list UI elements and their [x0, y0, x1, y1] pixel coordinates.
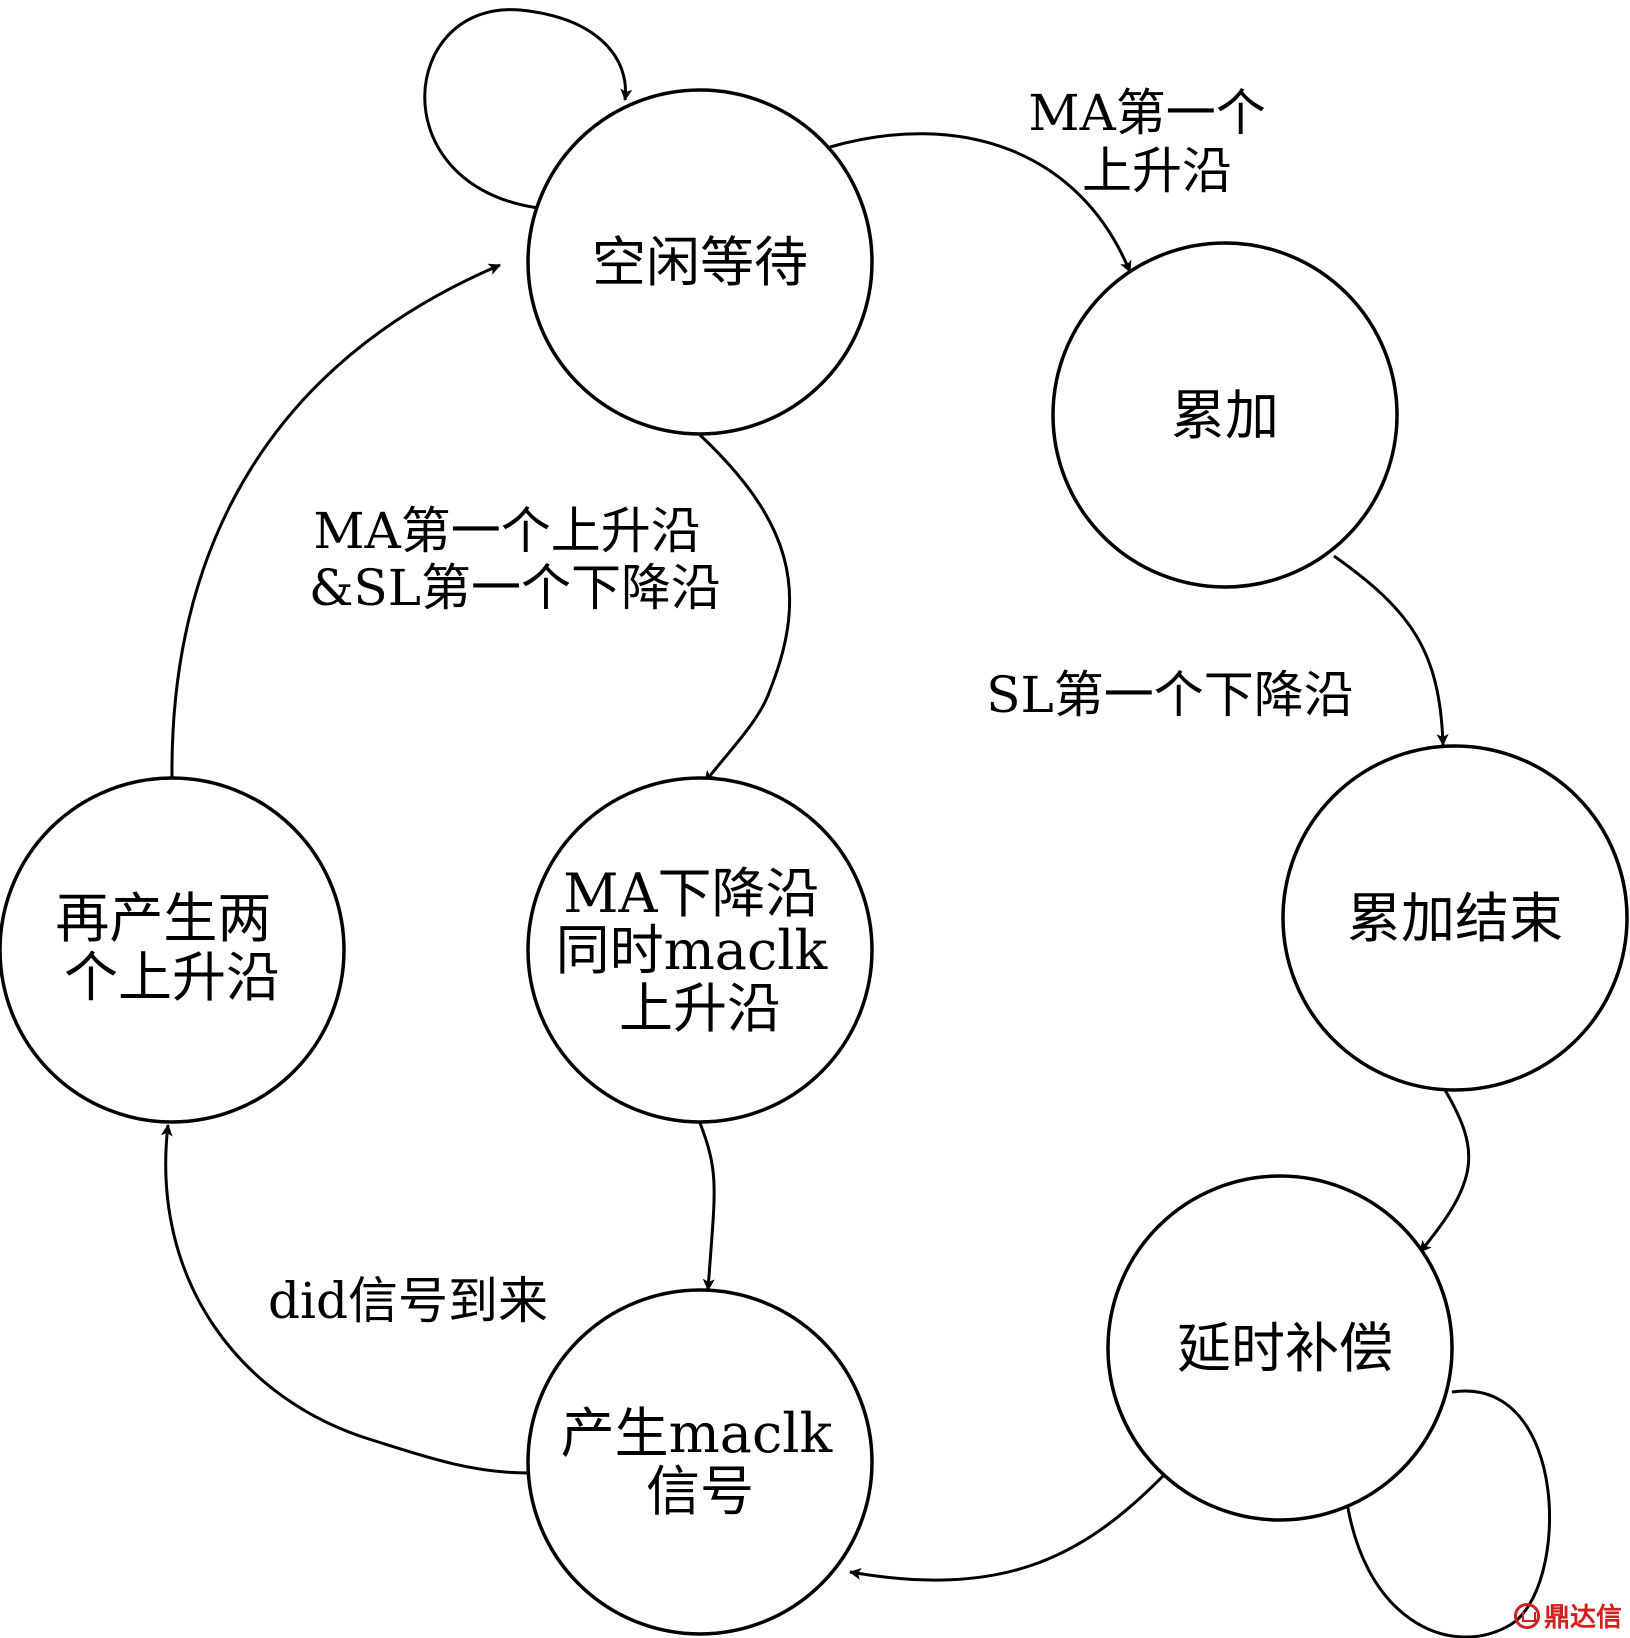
edge-idle-self-loop [423, 8, 633, 210]
watermark-logo-icon [1513, 1602, 1540, 1629]
state-gen-maclk-circle [526, 1288, 874, 1636]
edge-ma-falling-to-gen-maclk [698, 1122, 716, 1291]
state-gen-maclk-line-1: 产生maclk [561, 1402, 834, 1465]
state-two-rising-circle [0, 776, 346, 1124]
state-accumulate-end-circle [1281, 744, 1629, 1092]
state-accumulate-line: 累加 [1171, 384, 1279, 447]
edge-delay-comp-self-loop [1340, 1389, 1552, 1638]
edge-two-rising-to-idle [170, 263, 501, 781]
edge-idle-to-ma-falling [698, 433, 792, 783]
state-accumulate-end-label: 累加结束 [1347, 887, 1563, 950]
state-delay-comp-circle [1106, 1174, 1454, 1522]
state-ma-falling-line-1: MA下降沿 [563, 862, 819, 925]
transition-idle-to-ma-falling-label: MA第一个上升沿 &SL第一个下降沿 [309, 502, 721, 617]
watermark-text: 鼎达信 [1543, 1603, 1622, 1633]
state-two-rising-line-2: 个上升沿 [64, 946, 280, 1009]
edge-delay-comp-to-gen-maclk [849, 1474, 1165, 1582]
transition-idle-to-accumulate-line-1: MA第一个 [1028, 84, 1265, 142]
transition-accumulate-to-end-label: SL第一个下降沿 [986, 666, 1353, 724]
state-ma-falling-label: MA下降沿 同时maclk 上升沿 [556, 862, 845, 1040]
transition-idle-to-ma-falling-line-1: MA第一个上升沿 [313, 502, 700, 560]
transition-gen-to-two-rising-line: did信号到来 [268, 1272, 548, 1330]
transition-accumulate-to-end-line: SL第一个下降沿 [986, 666, 1353, 724]
state-ma-falling-line-3: 上升沿 [619, 977, 781, 1040]
transition-gen-to-two-rising-label: did信号到来 [268, 1272, 548, 1330]
transition-idle-to-accumulate-line-2: 上升沿 [1082, 142, 1232, 200]
state-accumulate-end-line: 累加结束 [1347, 887, 1563, 950]
state-delay-comp-line: 延时补偿 [1177, 1317, 1393, 1380]
edge-accumulate-to-accumulate-end [1333, 554, 1449, 746]
transition-idle-to-accumulate-label: MA第一个 上升沿 [1028, 84, 1281, 200]
state-accumulate-circle [1051, 241, 1399, 589]
edge-gen-maclk-to-two-rising [160, 1124, 529, 1475]
state-gen-maclk-line-2: 信号 [646, 1460, 754, 1523]
watermark: 鼎达信 [1513, 1597, 1622, 1634]
edge-accumulate-end-to-delay-comp [1418, 1089, 1471, 1253]
state-idle-line: 空闲等待 [592, 231, 808, 294]
state-two-rising-line-1: 再产生两 [55, 887, 271, 950]
state-ma-falling-circle [526, 776, 874, 1124]
state-delay-comp-label: 延时补偿 [1177, 1317, 1393, 1380]
state-gen-maclk-label: 产生maclk 信号 [561, 1402, 850, 1523]
state-ma-falling-line-2: 同时maclk [556, 919, 829, 982]
state-idle-circle [526, 88, 874, 436]
state-two-rising-label: 再产生两 个上升沿 [55, 887, 288, 1009]
state-idle-label: 空闲等待 [592, 231, 808, 294]
state-accumulate-label: 累加 [1171, 384, 1279, 447]
edge-idle-to-accumulate [829, 132, 1132, 273]
transition-idle-to-ma-falling-line-2: &SL第一个下降沿 [309, 559, 721, 617]
